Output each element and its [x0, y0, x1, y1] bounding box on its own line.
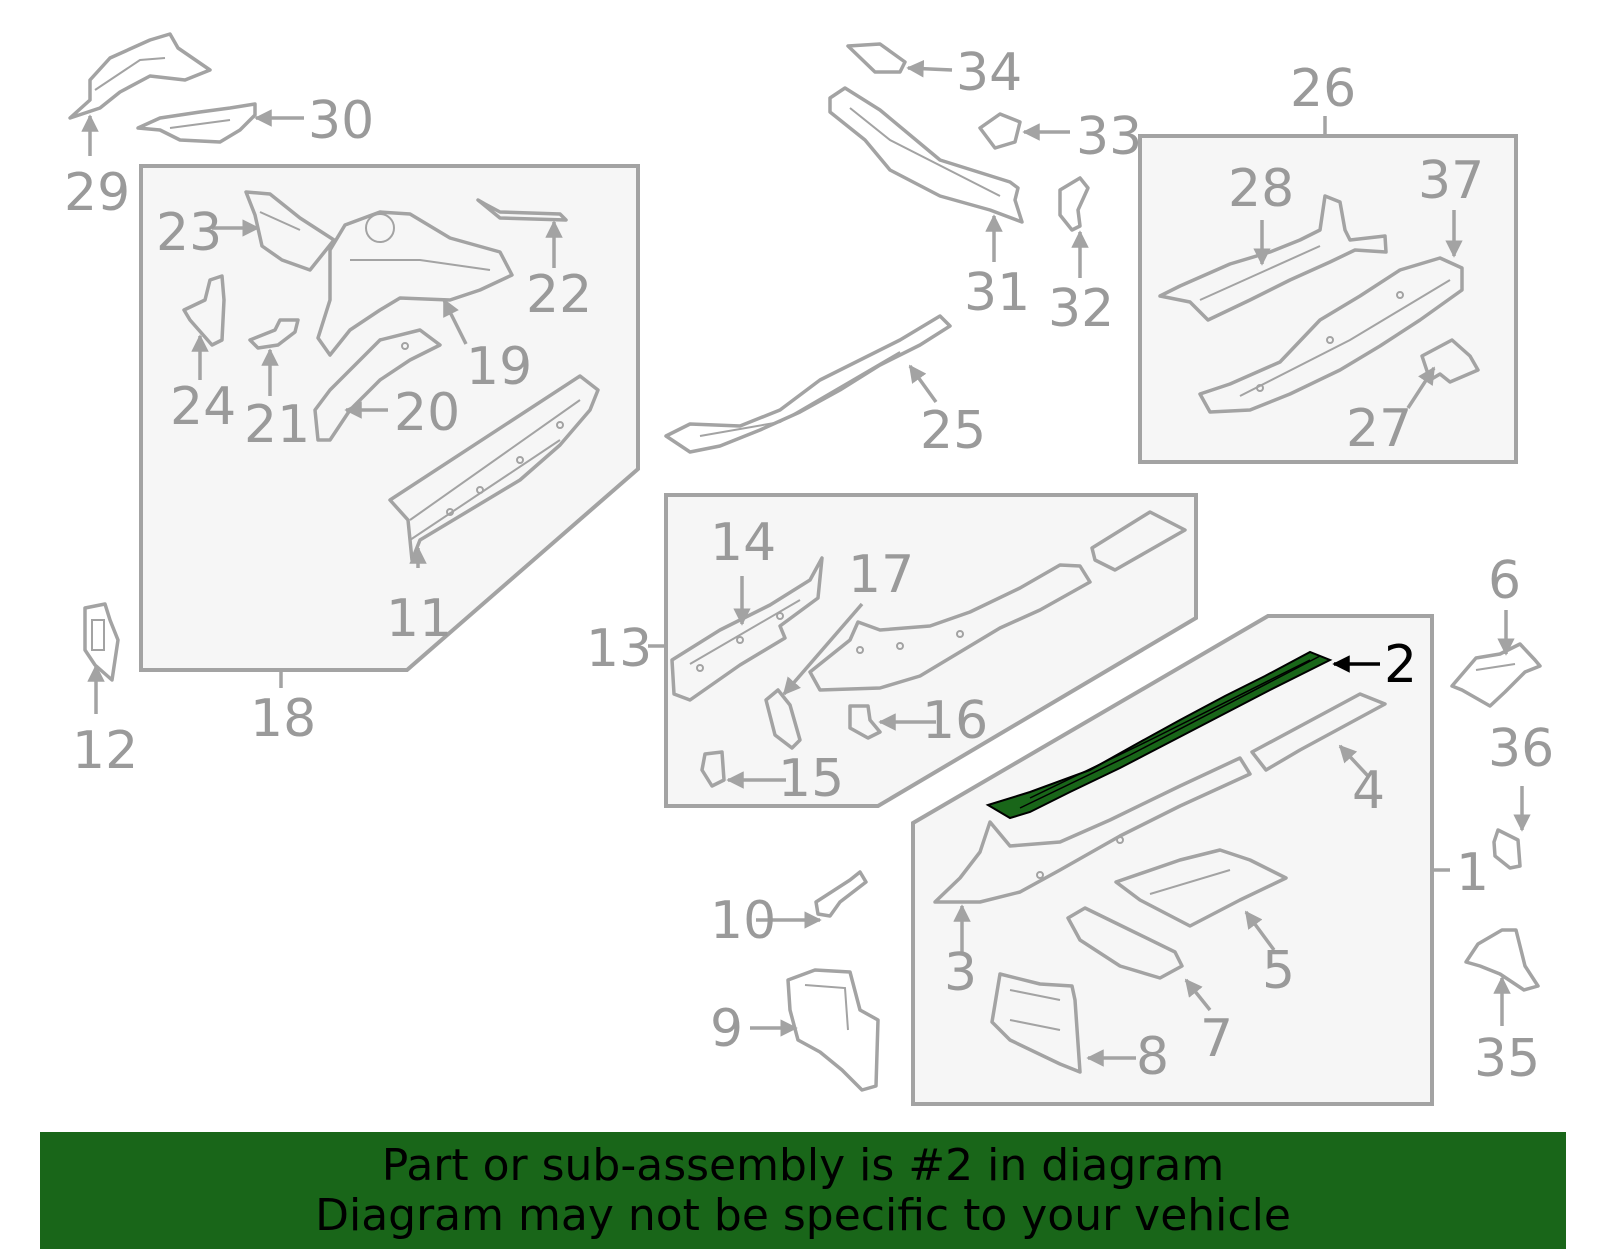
part-28	[1158, 194, 1388, 322]
info-banner: Part or sub-assembly is #2 in diagram Di…	[40, 1132, 1566, 1249]
callout-5: 5	[1262, 941, 1295, 1001]
part-16	[848, 704, 882, 740]
part-6	[1450, 642, 1542, 708]
callout-4: 4	[1352, 761, 1385, 821]
callout-3: 3	[944, 943, 977, 1003]
callout-16: 16	[922, 691, 988, 751]
callout-32: 32	[1048, 279, 1114, 339]
group-box-1	[911, 614, 1434, 1106]
callout-28: 28	[1228, 159, 1294, 219]
part-10	[814, 870, 868, 918]
callout-36: 36	[1488, 719, 1554, 779]
callout-27: 27	[1346, 399, 1412, 459]
part-9	[786, 968, 880, 1092]
callout-24: 24	[170, 377, 236, 437]
callout-1: 1	[1456, 843, 1489, 903]
part-37	[1198, 256, 1464, 414]
callout-26: 26	[1290, 59, 1356, 119]
callout-35: 35	[1474, 1029, 1540, 1089]
part-25	[664, 314, 952, 454]
callout-10: 10	[710, 891, 776, 951]
part-4	[1250, 692, 1387, 772]
callout-2: 2	[1384, 635, 1417, 695]
part-7	[1066, 906, 1184, 980]
part-17	[764, 688, 802, 750]
part-14	[670, 556, 824, 702]
part-29	[68, 32, 212, 120]
callout-11: 11	[386, 589, 452, 649]
part-34	[846, 42, 907, 74]
banner-line-2: Diagram may not be specific to your vehi…	[315, 1189, 1291, 1241]
part-24	[182, 274, 226, 347]
callout-17: 17	[848, 545, 914, 605]
callout-31: 31	[964, 263, 1030, 323]
part-33	[978, 112, 1022, 150]
callout-18: 18	[250, 689, 316, 749]
part-3	[933, 756, 1252, 904]
part-32	[1058, 176, 1090, 232]
part-8	[990, 972, 1082, 1074]
group-box-18	[139, 164, 640, 672]
banner-line-1: Part or sub-assembly is #2 in diagram	[381, 1139, 1225, 1191]
part-5	[1114, 848, 1288, 928]
callout-29: 29	[64, 163, 130, 223]
part-21	[248, 318, 300, 350]
callout-14: 14	[710, 513, 776, 573]
callout-33: 33	[1076, 107, 1142, 167]
callout-20: 20	[394, 383, 460, 443]
part-12	[83, 602, 120, 682]
callout-15: 15	[778, 749, 844, 809]
part-13-rail	[808, 510, 1187, 692]
callout-37: 37	[1418, 151, 1484, 211]
callout-8: 8	[1136, 1027, 1169, 1087]
part-31	[828, 86, 1024, 224]
callout-23: 23	[156, 203, 222, 263]
group-box-13	[664, 493, 1198, 808]
part-36	[1492, 828, 1522, 870]
leader-lines	[81, 59, 1531, 1067]
callout-22: 22	[526, 265, 592, 325]
callout-7: 7	[1200, 1009, 1233, 1069]
callout-13: 13	[586, 619, 652, 679]
part-19	[316, 210, 514, 357]
callout-9: 9	[710, 999, 743, 1059]
part-22	[476, 198, 568, 222]
part-15	[700, 750, 726, 788]
callout-34: 34	[956, 43, 1022, 103]
callout-12: 12	[72, 721, 138, 781]
callout-19: 19	[466, 337, 532, 397]
part-35	[1464, 928, 1540, 992]
callout-25: 25	[920, 401, 986, 461]
part-30	[136, 102, 257, 144]
callout-21: 21	[244, 395, 310, 455]
part-2-highlighted	[985, 650, 1333, 820]
callout-6: 6	[1488, 551, 1521, 611]
callout-30: 30	[308, 91, 374, 151]
